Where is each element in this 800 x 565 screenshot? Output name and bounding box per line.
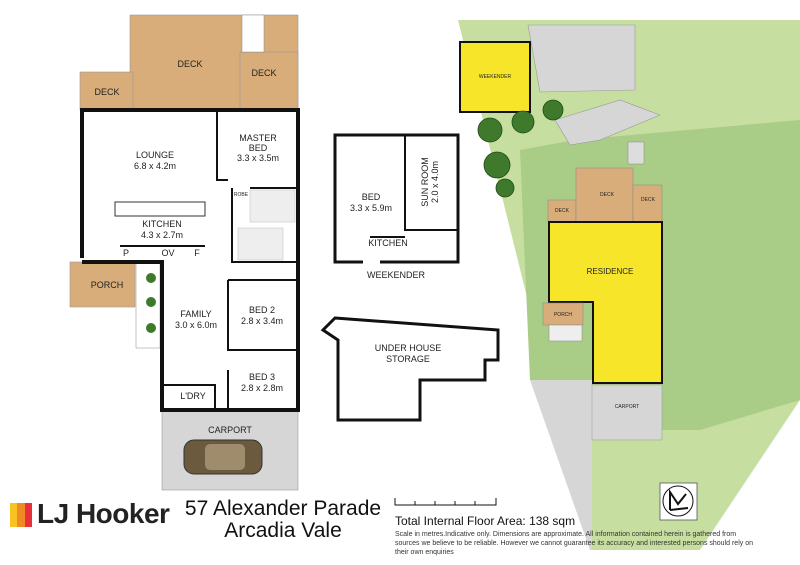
weekender-plan: BED 3.3 x 5.9m SUN ROOM 2.0 x 4.0m KITCH…: [333, 133, 460, 280]
brand-name: LJ Hooker: [37, 498, 170, 529]
site-deck-label: DECK: [555, 208, 570, 214]
site-residence: [548, 221, 663, 384]
exterior-walls: [80, 108, 300, 412]
property-address: 57 Alexander Parade Arcadia Vale: [178, 498, 388, 542]
site-stairs: [627, 141, 645, 165]
bed-2-size: 2.8 x 3.4m: [241, 316, 283, 326]
lounge-label: LOUNGE: [136, 150, 174, 160]
kitchen-bench: [114, 201, 206, 217]
weekender-bed-label: BED: [362, 192, 381, 202]
oven-label: OV: [161, 248, 174, 258]
deck-label: DECK: [177, 59, 202, 69]
tree-icons: [477, 99, 564, 198]
north-compass-icon: [659, 482, 698, 521]
weekender-kitchen-label: KITCHEN: [368, 238, 408, 248]
kitchen-label: KITCHEN: [142, 219, 182, 229]
site-weekender-label: WEEKENDER: [479, 74, 512, 80]
site-deck-center: [575, 167, 634, 223]
weekender-title: WEEKENDER: [367, 270, 426, 280]
scale-bar: [394, 498, 497, 506]
master-bed-size: 3.3 x 3.5m: [237, 153, 279, 163]
site-deck-label: DECK: [641, 197, 656, 203]
storage-label-2: STORAGE: [386, 354, 430, 364]
kitchen-size: 4.3 x 2.7m: [141, 230, 183, 240]
bathroom-tiles: [237, 189, 296, 261]
site-driveway: [527, 24, 636, 93]
fridge-label: F: [194, 248, 200, 258]
site-deck-right: [632, 184, 663, 223]
disclaimer: Scale in metres.Indicative only. Dimensi…: [395, 531, 753, 556]
porch: [69, 261, 136, 308]
storage-label: UNDER HOUSE: [375, 343, 442, 353]
sun-room-label: SUN ROOM: [420, 157, 430, 207]
deck-label: DECK: [94, 87, 119, 97]
address-line-1: 57 Alexander Parade: [184, 497, 382, 520]
address-line-2: Arcadia Vale: [224, 519, 342, 542]
interior-walls: [120, 110, 298, 410]
bed-3-size: 2.8 x 2.8m: [241, 383, 283, 393]
site-weekender: [459, 41, 531, 113]
deck-left: [79, 71, 134, 111]
deck-label: DECK: [251, 68, 276, 78]
carport-label: CARPORT: [208, 425, 252, 435]
sun-room-size: 2.0 x 4.0m: [430, 161, 440, 203]
site-path: [554, 99, 661, 146]
laundry-label: L'DRY: [180, 391, 206, 401]
site-carport-label: CARPORT: [615, 404, 639, 410]
family-size: 3.0 x 6.0m: [175, 320, 217, 330]
site-residence-label: RESIDENCE: [587, 267, 634, 276]
main-house-plan: DECK DECK DECK PORCH CARPORT: [69, 14, 300, 491]
deck-stairs: [241, 14, 265, 53]
bed-2-label: BED 2: [249, 305, 275, 315]
family-label: FAMILY: [180, 309, 211, 319]
lounge-size: 6.8 x 4.2m: [134, 161, 176, 171]
site-driveway-lower: [530, 380, 592, 550]
car-icon: [183, 439, 263, 475]
total-floor-area: Total Internal Floor Area: 138 sqm: [395, 514, 576, 528]
site-porch-stairs: [548, 324, 583, 342]
site-carport: [591, 384, 663, 441]
deck-right: [239, 51, 299, 111]
site-deck-label: DECK: [600, 192, 615, 198]
weekender-bed-size: 3.3 x 5.9m: [350, 203, 392, 213]
under-house-storage-plan: UNDER HOUSE STORAGE: [320, 316, 500, 422]
site-plan: WEEKENDER DECK DECK DECK RESIDENCE PORCH…: [458, 20, 800, 550]
lj-hooker-logo-icon: [10, 503, 32, 527]
robe-label: ROBE: [234, 192, 249, 198]
pantry-label: P: [123, 248, 129, 258]
bed-3-label: BED 3: [249, 372, 275, 382]
site-porch-label: PORCH: [554, 312, 572, 318]
plant-icons: [146, 273, 156, 333]
master-bed-label: MASTER: [239, 133, 277, 143]
porch-label: PORCH: [91, 280, 124, 290]
master-bed-label-2: BED: [249, 143, 268, 153]
